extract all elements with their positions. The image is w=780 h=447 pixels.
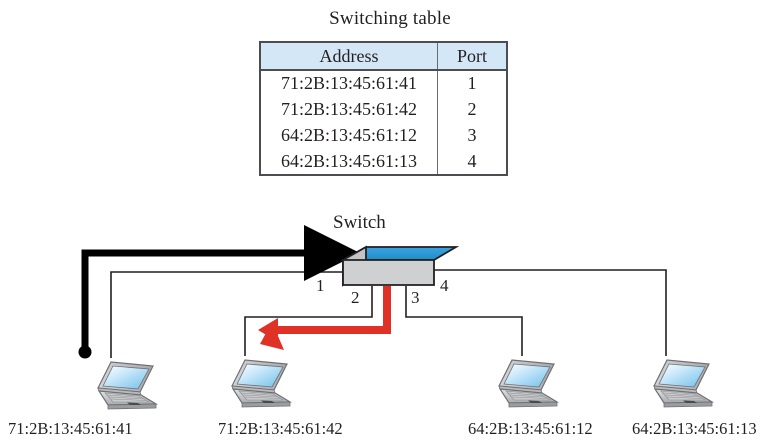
host-devices <box>97 359 713 410</box>
cell-port: 3 <box>436 122 507 149</box>
laptop-icon <box>498 359 558 408</box>
switching-table-title: Switching table <box>329 8 451 29</box>
laptop-icon <box>653 359 713 408</box>
link-lines <box>110 269 667 358</box>
column-header-address: Address <box>260 41 438 71</box>
switching-table: Address Port 71:2B:13:45:61:41 1 71:2B:1… <box>259 41 508 176</box>
cell-address: 64:2B:13:45:61:13 <box>260 148 438 175</box>
port-number-4: 4 <box>440 276 449 295</box>
host-mac-label-1: 71:2B:13:45:61:41 <box>8 419 133 438</box>
table-row: 71:2B:13:45:61:42 2 <box>260 96 507 123</box>
incoming-frame-arrow <box>78 225 360 359</box>
table-row: 71:2B:13:45:61:41 1 <box>260 70 507 97</box>
outgoing-frame-arrow <box>258 286 391 350</box>
cell-port: 4 <box>436 148 507 175</box>
link-port-3 <box>405 286 523 356</box>
port-number-2: 2 <box>351 288 360 307</box>
table-row: 64:2B:13:45:61:13 4 <box>260 148 507 175</box>
link-port-1 <box>110 271 343 358</box>
table-header-row: Address Port <box>260 41 507 71</box>
host-mac-label-2: 71:2B:13:45:61:42 <box>218 419 343 438</box>
link-port-2 <box>244 286 373 356</box>
host-mac-label-3: 64:2B:13:45:61:12 <box>468 419 593 438</box>
cell-port: 2 <box>436 96 507 123</box>
switch-front-face <box>342 259 435 286</box>
switching-table-body: 71:2B:13:45:61:41 1 71:2B:13:45:61:42 2 … <box>260 70 507 175</box>
switching-table-head: Address Port <box>260 41 507 71</box>
source-dot <box>78 345 92 359</box>
table-row: 64:2B:13:45:61:12 3 <box>260 122 507 149</box>
cell-address: 71:2B:13:45:61:42 <box>260 96 438 123</box>
cell-address: 71:2B:13:45:61:41 <box>260 70 438 97</box>
laptop-icon <box>97 361 157 410</box>
link-port-4 <box>434 269 667 356</box>
cell-port: 1 <box>436 70 507 97</box>
cell-address: 64:2B:13:45:61:12 <box>260 122 438 149</box>
switch-device <box>339 245 460 287</box>
column-header-port: Port <box>436 41 507 71</box>
port-number-3: 3 <box>411 288 420 307</box>
port-number-1: 1 <box>316 276 325 295</box>
host-mac-label-4: 64:2B:13:45:61:13 <box>632 419 757 438</box>
laptop-icon <box>231 359 291 408</box>
